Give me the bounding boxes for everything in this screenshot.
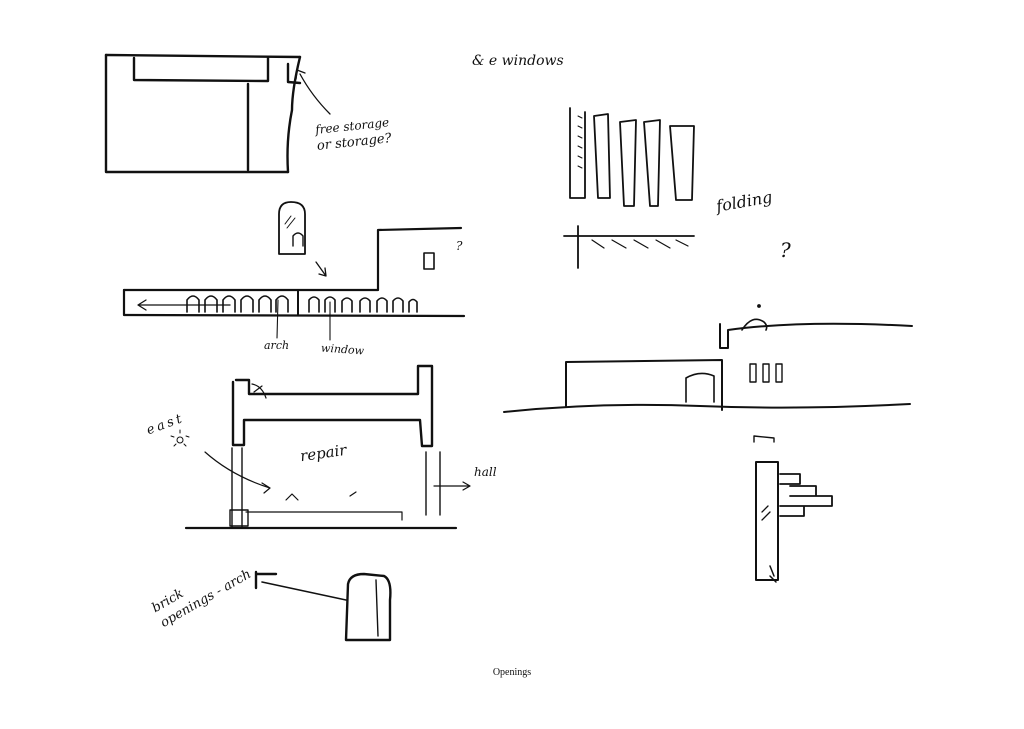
repair-section-sketch xyxy=(171,366,470,528)
storage-arrow xyxy=(296,70,330,114)
arcade-elevation-sketch xyxy=(124,202,464,340)
question-mark-window: ? xyxy=(456,239,463,253)
plan-sketch xyxy=(106,55,300,172)
finial-dot xyxy=(757,304,761,308)
windows-note: & e windows xyxy=(472,53,564,69)
brick-opening-sketch xyxy=(256,572,390,640)
hall-label: hall xyxy=(474,465,497,479)
folding-windows-sketch xyxy=(564,108,694,268)
question-mark-folding: ? xyxy=(780,238,791,262)
long-elevation-sketch xyxy=(504,304,912,412)
window-label: window xyxy=(320,341,365,358)
wall-section-sketch xyxy=(754,436,832,582)
arch-label: arch xyxy=(264,339,290,352)
page-caption: Openings xyxy=(492,667,532,678)
